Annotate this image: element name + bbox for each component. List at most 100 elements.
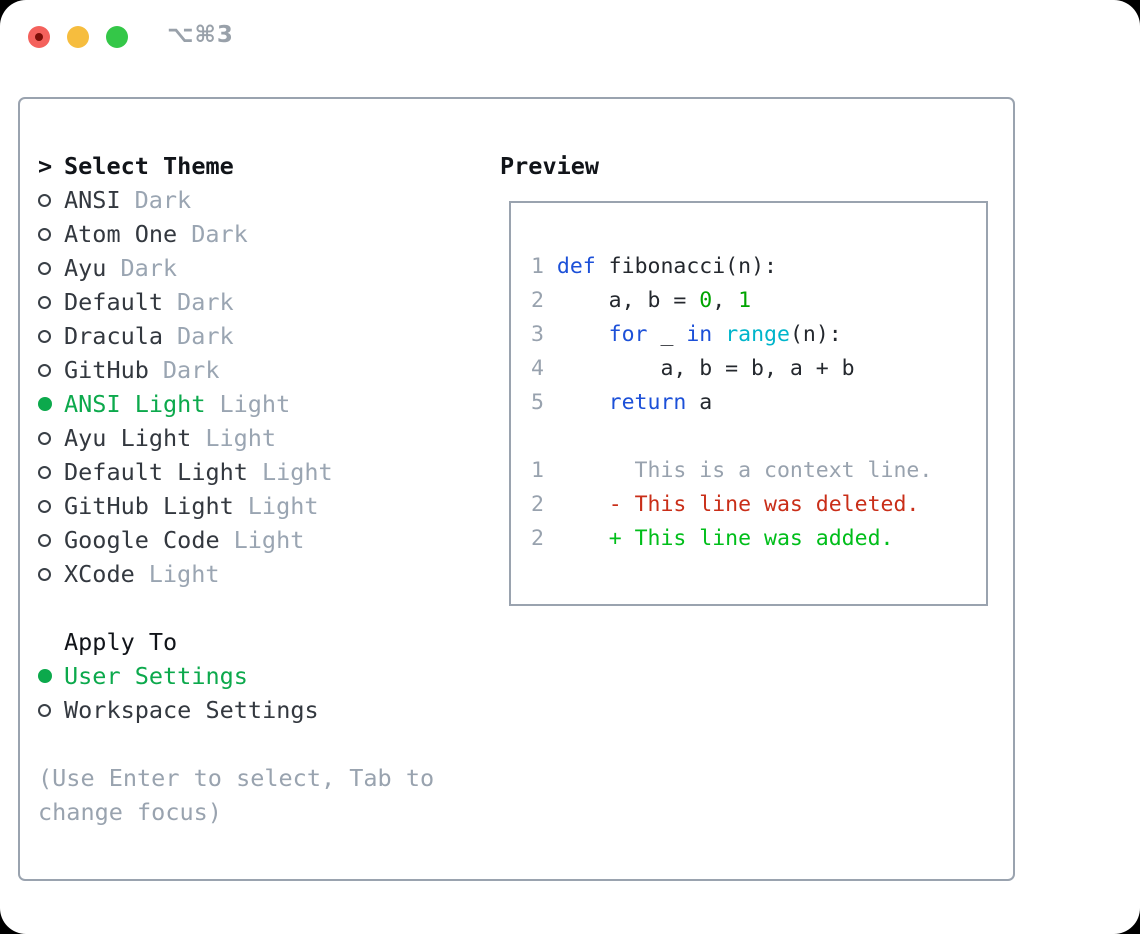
code-token: for — [608, 322, 648, 347]
radio-unselected-icon — [38, 261, 64, 275]
code-token: def — [556, 254, 596, 279]
option-label: Ayu — [64, 254, 107, 282]
close-indicator-dot — [35, 33, 43, 41]
help-hint-text: change focus) — [38, 798, 222, 826]
code-line: 2 - This line was deleted. — [531, 488, 932, 522]
radio-unselected-icon — [38, 703, 64, 717]
radio-unselected-icon — [38, 499, 64, 513]
help-hint-text: (Use Enter to select, Tab to — [38, 764, 435, 792]
option-label: ANSI — [64, 186, 121, 214]
radio-unselected-icon — [38, 431, 64, 445]
code-token: range — [725, 322, 790, 347]
radio-option-user-settings[interactable]: User Settings — [38, 659, 434, 693]
radio-unselected-icon — [38, 465, 64, 479]
section-header: Apply To — [38, 625, 434, 659]
radio-option-google-code[interactable]: Google Code Light — [38, 523, 434, 557]
radio-unselected-icon — [38, 227, 64, 241]
radio-option-atom-one[interactable]: Atom One Dark — [38, 217, 434, 251]
code-line: 1 def fibonacci(n): — [531, 250, 932, 284]
code-token: (n): — [789, 322, 842, 347]
radio-selected-icon — [38, 397, 64, 411]
window-shortcut-label: ⌥⌘3 — [167, 22, 234, 48]
cursor-marker: > — [38, 152, 53, 180]
option-label: Workspace Settings — [64, 696, 319, 724]
code-line: 2 + This line was added. — [531, 522, 932, 556]
radio-option-ayu[interactable]: Ayu Dark — [38, 251, 434, 285]
code-token: , — [712, 288, 739, 313]
code-token: 0 — [699, 288, 713, 313]
preview-heading: Preview — [500, 152, 600, 180]
code-token: 4 — [531, 356, 557, 381]
code-line: 5 return a — [531, 386, 932, 420]
option-variant-suffix: Light — [219, 390, 291, 418]
minimize-button[interactable] — [67, 26, 89, 48]
code-token — [557, 322, 609, 347]
option-variant-suffix: Dark — [162, 356, 220, 384]
section-header-label: Select Theme — [64, 152, 234, 180]
code-token: 2 — [531, 526, 544, 551]
code-token: This is a context line. — [543, 458, 933, 483]
option-label: GitHub — [64, 356, 149, 384]
titlebar: ⌥⌘3 — [0, 0, 1140, 72]
radio-unselected-icon — [38, 533, 64, 547]
code-line: 1 This is a context line. — [531, 454, 932, 488]
code-token: return — [608, 390, 687, 415]
option-label: XCode — [64, 560, 135, 588]
radio-option-default-light[interactable]: Default Light Light — [38, 455, 434, 489]
option-variant-suffix: Light — [261, 458, 333, 486]
radio-unselected-icon — [38, 329, 64, 343]
radio-option-ansi-light[interactable]: ANSI Light Light — [38, 387, 434, 421]
code-token — [712, 322, 725, 347]
radio-unselected-icon — [38, 295, 64, 309]
option-label: Default — [64, 288, 164, 316]
code-token: 1 — [531, 254, 557, 279]
code-token — [557, 390, 609, 415]
option-variant-suffix: Dark — [120, 254, 178, 282]
radio-unselected-icon — [38, 567, 64, 581]
option-label: Google Code — [64, 526, 220, 554]
radio-unselected-icon — [38, 363, 64, 377]
option-variant-suffix: Dark — [177, 322, 234, 350]
radio-option-workspace-settings[interactable]: Workspace Settings — [38, 693, 434, 727]
option-label: User Settings — [64, 662, 248, 690]
option-label: Atom One — [64, 220, 178, 248]
option-variant-suffix: Dark — [177, 288, 234, 316]
code-token: 3 — [531, 322, 557, 347]
radio-option-github[interactable]: GitHub Dark — [38, 353, 434, 387]
zoom-button[interactable] — [106, 26, 128, 48]
code-token: a, b = b, a + b — [556, 356, 855, 381]
help-hint-line: change focus) — [38, 795, 434, 829]
spacer-row — [38, 591, 434, 625]
option-label: ANSI Light — [64, 390, 206, 418]
option-label: Default Light — [64, 458, 248, 486]
code-token: a — [686, 390, 713, 415]
code-token: 5 — [531, 390, 557, 415]
option-variant-suffix: Light — [205, 424, 277, 452]
code-token: in — [686, 322, 713, 347]
close-button[interactable] — [28, 26, 50, 48]
help-hint-line: (Use Enter to select, Tab to — [38, 761, 434, 795]
code-line: 2 a, b = 0, 1 — [531, 284, 932, 318]
code-token: a, b = — [556, 288, 700, 313]
section-header-label: Apply To — [64, 628, 178, 656]
code-token: 2 — [531, 492, 544, 517]
code-line: 4 a, b = b, a + b — [531, 352, 932, 386]
radio-option-default[interactable]: Default Dark — [38, 285, 434, 319]
code-token: 1 — [738, 288, 752, 313]
option-variant-suffix: Dark — [191, 220, 248, 248]
radio-selected-icon — [38, 669, 64, 683]
option-variant-suffix: Light — [233, 526, 305, 554]
code-line: 3 for _ in range(n): — [531, 318, 932, 352]
traffic-lights — [28, 26, 128, 48]
code-token: 2 — [531, 288, 557, 313]
code-token: 1 — [531, 458, 544, 483]
spacer-row — [38, 727, 434, 761]
